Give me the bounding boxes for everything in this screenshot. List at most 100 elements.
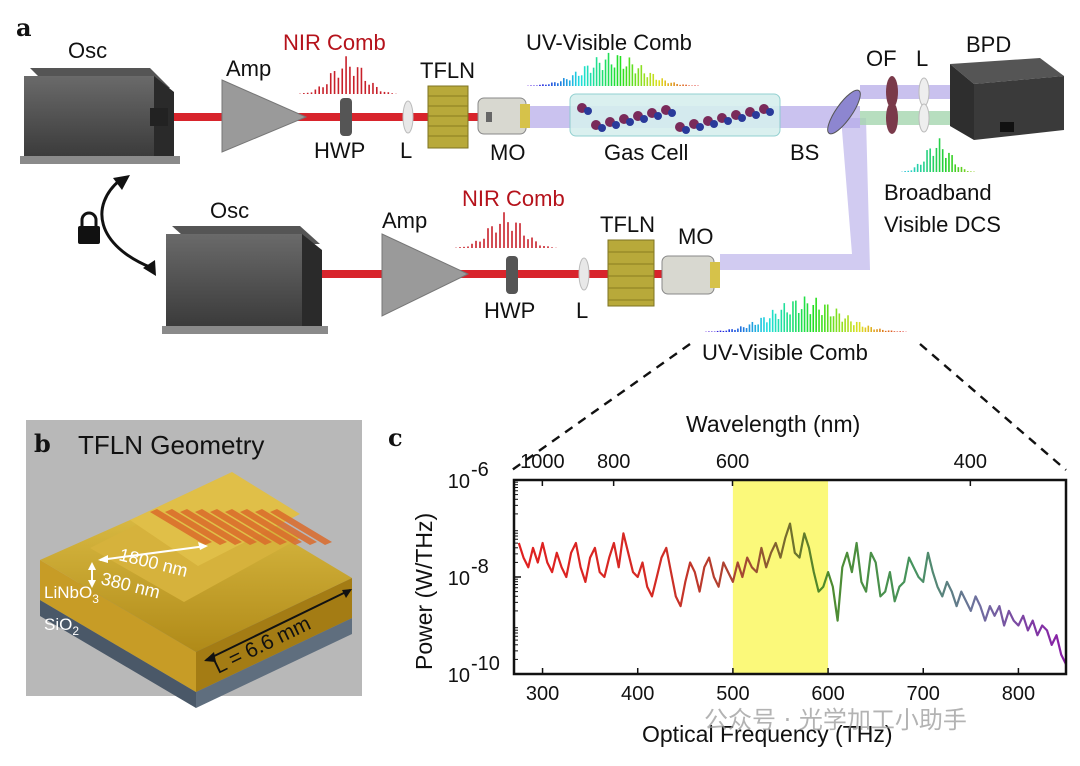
zoom-line-left xyxy=(511,343,691,471)
hwp-top-label: HWP xyxy=(314,138,365,163)
nir-comb-top xyxy=(299,56,397,94)
watermark: 公众号 · 光学加工小助手 xyxy=(704,706,967,734)
mo-bottom xyxy=(661,255,720,295)
poling-stripe xyxy=(150,509,212,545)
nir-comb-bottom xyxy=(455,212,557,248)
amp-top xyxy=(221,79,308,153)
bpd-lenses xyxy=(918,77,930,133)
poling-stripe xyxy=(240,509,302,545)
spectrum-series-line xyxy=(517,522,1067,665)
y-axis-label: Power (W/THz) xyxy=(411,513,437,670)
x-tick-label: 800 xyxy=(1002,683,1035,705)
tfln-top-label: TFLN xyxy=(420,58,475,83)
poling-stripe xyxy=(210,509,272,545)
tfln-chip-top xyxy=(427,85,469,149)
broadband-spectrum xyxy=(901,138,975,172)
nir-comb-bottom-label: NIR Comb xyxy=(462,186,565,211)
y-tick-exponent: -10 xyxy=(471,653,500,675)
mo-bottom-label: MO xyxy=(678,224,713,249)
osc-top-label: Osc xyxy=(68,38,107,63)
of-label: OF xyxy=(866,46,897,71)
lens-top-label: L xyxy=(400,138,412,163)
linbo3-subscript: 3 xyxy=(92,592,99,606)
hwp-bottom xyxy=(506,256,518,294)
oscillator-bottom xyxy=(162,226,328,334)
lens-bottom-label: L xyxy=(576,298,588,323)
length-arrow xyxy=(204,589,352,662)
top-axis-label: Wavelength (nm) xyxy=(686,411,860,437)
bpd-lens-label: L xyxy=(916,46,928,71)
gas-molecule-atom xyxy=(598,124,606,132)
top-tick-label: 600 xyxy=(716,451,749,473)
gas-molecule-atom xyxy=(584,107,592,115)
uv-comb-bottom xyxy=(705,296,907,332)
gas-molecule-atom xyxy=(654,112,662,120)
linbo3-label: LiNbO3 xyxy=(44,583,99,606)
lens-top xyxy=(402,100,414,134)
oscillator-top xyxy=(20,68,180,164)
poling-stripe xyxy=(225,509,287,545)
y-tick-exponent: -8 xyxy=(471,556,489,578)
poling-stripe xyxy=(180,509,242,545)
gas-molecule-atom xyxy=(640,115,648,123)
nir-comb-top-label: NIR Comb xyxy=(283,30,386,55)
y-tick-label: 10 xyxy=(448,665,470,687)
panel-label-c: c xyxy=(388,423,403,452)
beam-bs-path xyxy=(720,118,870,270)
highlight-band xyxy=(732,480,829,674)
gas-molecule-atom xyxy=(752,111,760,119)
amp-top-label: Amp xyxy=(226,56,271,81)
panel-label-a: a xyxy=(16,13,32,42)
y-tick-exponent: -6 xyxy=(471,459,489,481)
top-tick-label: 1000 xyxy=(520,451,565,473)
amp-bottom xyxy=(381,233,470,317)
x-tick-label: 600 xyxy=(811,683,844,705)
tfln-bottom-label: TFLN xyxy=(600,212,655,237)
zoom-line-right xyxy=(919,343,1067,471)
y-tick-label: 10 xyxy=(448,568,470,590)
beam-splitter xyxy=(827,89,861,135)
top-tick-label: 400 xyxy=(954,451,987,473)
gas-molecule-atom xyxy=(738,114,746,122)
hwp-top xyxy=(340,98,352,136)
gas-molecule-atom xyxy=(710,120,718,128)
mo-top-label: MO xyxy=(490,140,525,165)
y-tick-label: 10 xyxy=(448,471,470,493)
sio2-label: SiO2 xyxy=(44,615,79,638)
x-tick-label: 500 xyxy=(716,683,749,705)
mo-top xyxy=(477,97,530,135)
gas-molecule-atom xyxy=(696,123,704,131)
broadband-label-2: Visible DCS xyxy=(884,212,1001,237)
uv-comb-top-label: UV-Visible Comb xyxy=(526,30,692,55)
tfln-geometry-panel xyxy=(26,420,362,708)
sio2-subscript: 2 xyxy=(72,624,79,638)
gas-molecule-atom xyxy=(612,121,620,129)
poling-stripe xyxy=(270,509,332,545)
tfln-chip-bottom xyxy=(607,239,655,307)
broadband-label-1: Broadband xyxy=(884,180,992,205)
geometry-title: TFLN Geometry xyxy=(78,430,264,460)
uv-comb-top xyxy=(527,52,699,86)
amp-bottom-label: Amp xyxy=(382,208,427,233)
poling-stripe xyxy=(195,509,257,545)
poling-stripe xyxy=(255,509,317,545)
hwp-bottom-label: HWP xyxy=(484,298,535,323)
gas-cell-label: Gas Cell xyxy=(604,140,688,165)
lock-icon xyxy=(78,175,156,276)
panel-label-b: b xyxy=(34,429,51,458)
x-axis-label: Optical Frequency (THz) xyxy=(642,721,893,747)
top-tick-label: 800 xyxy=(597,451,630,473)
lens-bottom xyxy=(578,257,590,291)
gas-molecule-atom xyxy=(626,118,634,126)
width-arrow xyxy=(98,542,208,563)
bs-label: BS xyxy=(790,140,819,165)
gas-molecule-atom xyxy=(668,109,676,117)
x-tick-label: 700 xyxy=(907,683,940,705)
bpd-label: BPD xyxy=(966,32,1011,57)
bpd-detector xyxy=(950,58,1064,140)
height-arrow xyxy=(88,562,96,588)
osc-bottom-label: Osc xyxy=(210,198,249,223)
gas-cell xyxy=(569,93,781,137)
